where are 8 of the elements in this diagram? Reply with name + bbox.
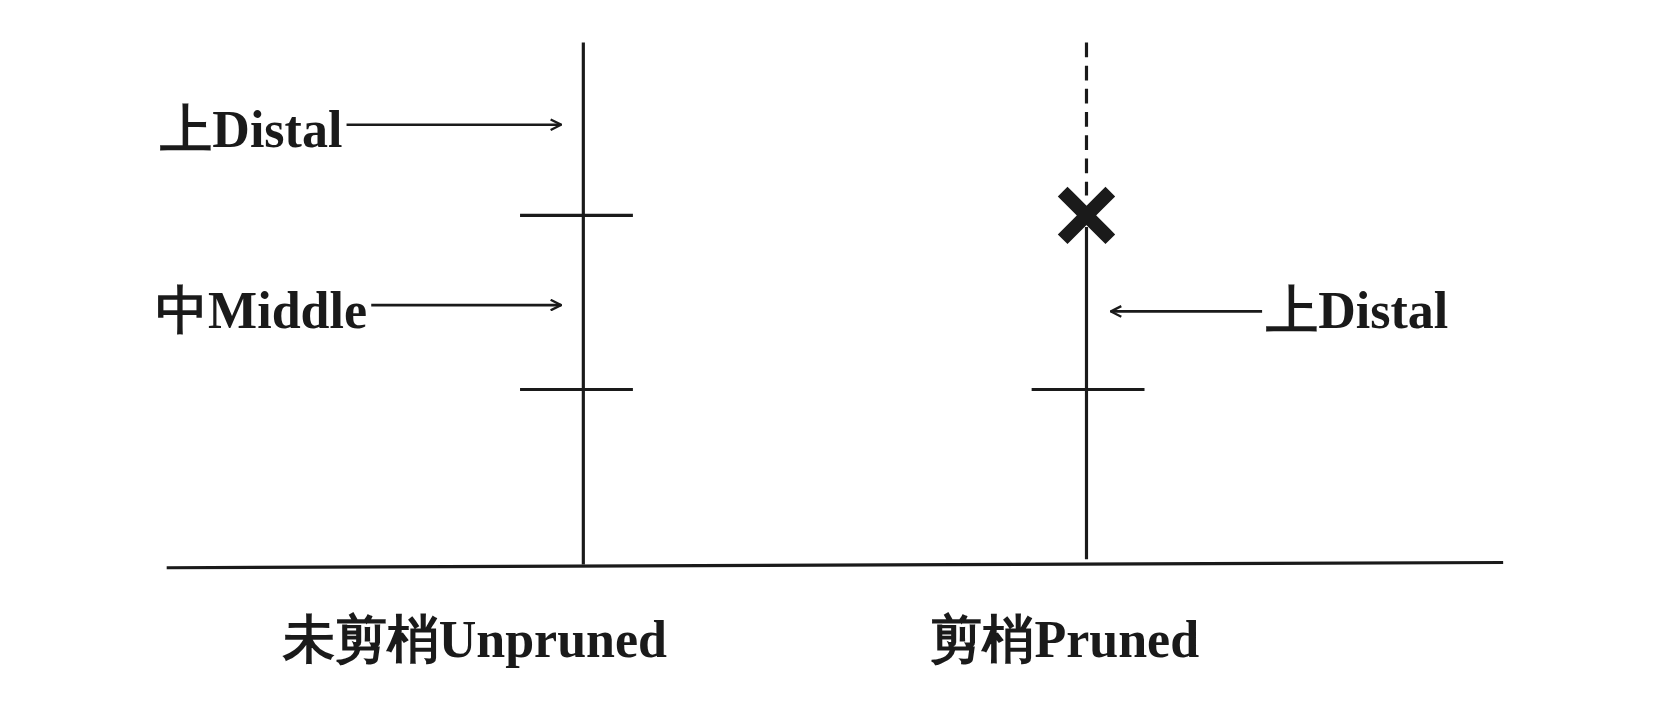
zone-label: 中Middle (156, 280, 367, 341)
arrow (371, 298, 563, 312)
arrow (1109, 305, 1263, 318)
arrow (346, 118, 563, 132)
zone-label: 上Distal (160, 100, 343, 161)
group-label: 未剪梢Unpruned (282, 609, 667, 670)
group-label: 剪梢Pruned (930, 609, 1200, 670)
zone-label: 上Distal (1266, 280, 1449, 341)
